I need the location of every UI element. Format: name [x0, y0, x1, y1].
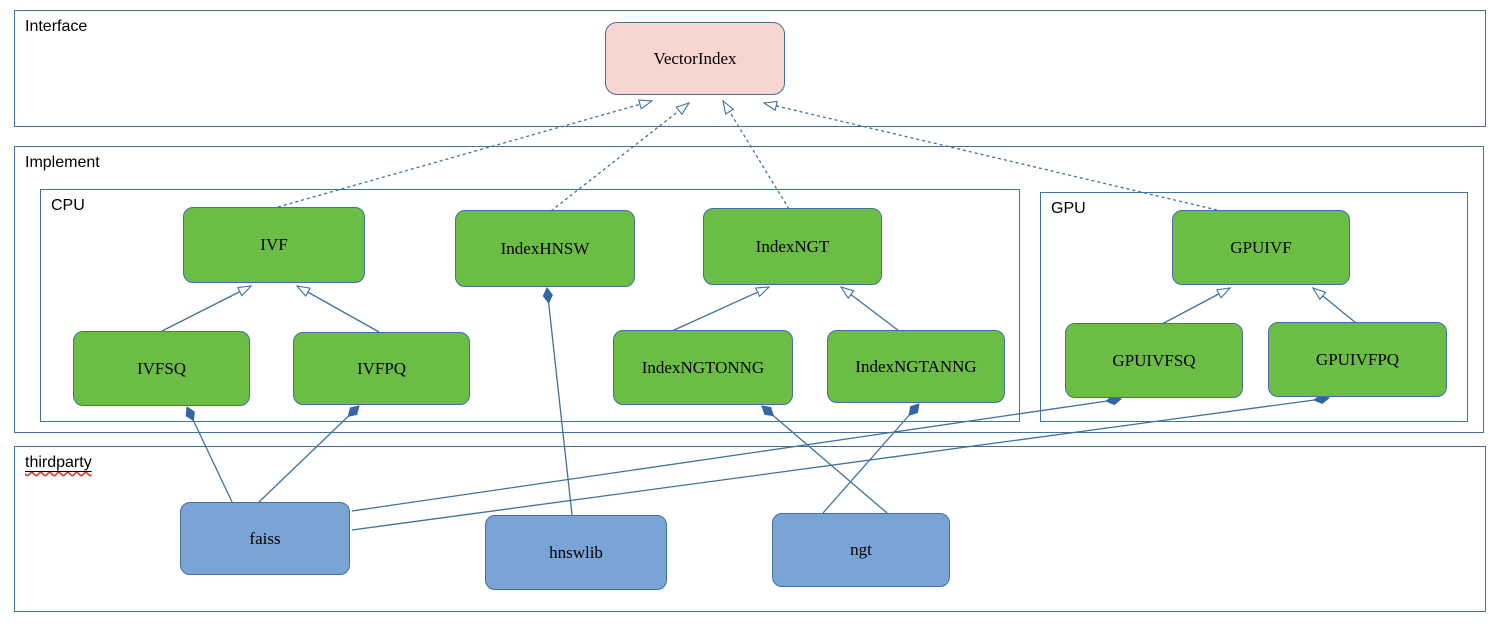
node-ivfpq-label: IVFPQ: [356, 358, 407, 378]
edge-indexngtonng-ngt: [761, 405, 888, 514]
node-ivfsq: IVFSQ: [73, 331, 250, 406]
edge-ivf-vectorindex: [277, 99, 654, 208]
section-thirdparty-label: thirdparty: [25, 454, 92, 471]
edge-indexngtonng-indexngt: [671, 286, 771, 332]
node-faiss-label: faiss: [249, 528, 281, 548]
node-indexngt-label: IndexNGT: [755, 236, 830, 256]
section-gpu-label: GPU: [1051, 200, 1086, 217]
section-cpu-label: CPU: [51, 197, 85, 214]
section-gpu: GPU: [1040, 192, 1468, 422]
edge-gpuivfsq-gpuivf: [1161, 287, 1232, 325]
edge-indexngt-vectorindex: [722, 99, 790, 210]
edge-indexngtanng-indexngt: [839, 286, 900, 332]
node-vectorindex-label: VectorIndex: [653, 48, 737, 68]
node-indexngtonng-label: IndexNGTONNG: [641, 357, 765, 377]
section-implement: Implement: [14, 146, 1484, 433]
edge-indexhnsw-hnswlib: [542, 287, 573, 516]
node-indexhnsw-label: IndexHNSW: [500, 238, 590, 258]
edge-ivfsq-ivf: [161, 285, 253, 332]
edge-ivfpq-ivf: [295, 285, 380, 333]
node-ngt: ngt: [772, 513, 950, 587]
node-indexngtanng: IndexNGTANNG: [827, 330, 1005, 403]
edge-gpuivf-vectorindex: [762, 100, 1218, 211]
node-vectorindex: VectorIndex: [605, 22, 785, 95]
edge-ivfpq-faiss: [258, 405, 360, 503]
edge-gpuivfpq-gpuivf: [1311, 286, 1357, 324]
edge-gpuivfsq-faiss: [351, 395, 1122, 512]
node-indexngtonng: IndexNGTONNG: [613, 330, 793, 405]
node-gpuivfpq: GPUIVFPQ: [1268, 322, 1447, 397]
edge-indexhnsw-vectorindex: [550, 101, 691, 212]
edge-ivfsq-faiss: [185, 406, 233, 503]
edge-indexngtanng-ngt: [822, 403, 920, 514]
section-implement-label: Implement: [25, 154, 100, 171]
node-gpuivfsq: GPUIVFSQ: [1065, 323, 1243, 398]
node-ngt-label: ngt: [850, 540, 872, 559]
node-hnswlib: hnswlib: [485, 515, 667, 590]
section-cpu: CPU: [40, 189, 1020, 422]
node-faiss: faiss: [180, 502, 350, 575]
node-ivfpq: IVFPQ: [293, 332, 470, 405]
node-ivf-label: IVF: [260, 235, 288, 254]
section-interface: Interface: [14, 10, 1486, 127]
node-ivf: IVF: [183, 207, 365, 283]
node-ivfsq-label: IVFSQ: [136, 358, 187, 378]
section-interface-label: Interface: [25, 18, 88, 35]
node-gpuivf-label: GPUIVF: [1230, 237, 1292, 257]
node-gpuivfsq-label: GPUIVFSQ: [1112, 350, 1196, 370]
node-hnswlib-label: hnswlib: [549, 542, 603, 562]
edge-gpuivfpq-faiss: [351, 393, 1330, 531]
node-indexhnsw: IndexHNSW: [455, 210, 635, 287]
node-gpuivf: GPUIVF: [1172, 210, 1350, 285]
node-indexngt: IndexNGT: [703, 208, 882, 285]
node-indexngtanng-label: IndexNGTANNG: [855, 356, 977, 376]
node-gpuivfpq-label: GPUIVFPQ: [1315, 349, 1400, 369]
section-thirdparty: thirdparty: [14, 446, 1486, 612]
